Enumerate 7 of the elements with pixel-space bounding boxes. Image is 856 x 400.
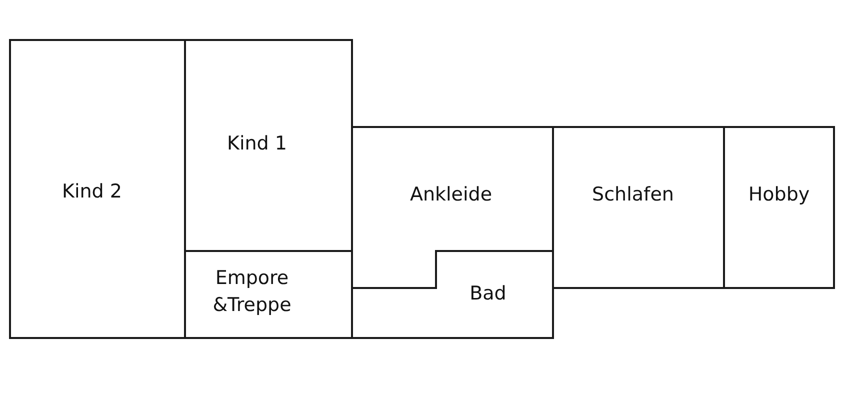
room-label: Kind 1 xyxy=(226,132,288,156)
room-label: Bad xyxy=(468,282,508,306)
room-label: Hobby xyxy=(747,182,811,208)
room-label: Ankleide xyxy=(408,182,494,208)
room-label: Kind 2 xyxy=(61,180,123,204)
room-label: Empore &Treppe xyxy=(212,266,292,318)
room-label: Schlafen xyxy=(591,182,675,208)
